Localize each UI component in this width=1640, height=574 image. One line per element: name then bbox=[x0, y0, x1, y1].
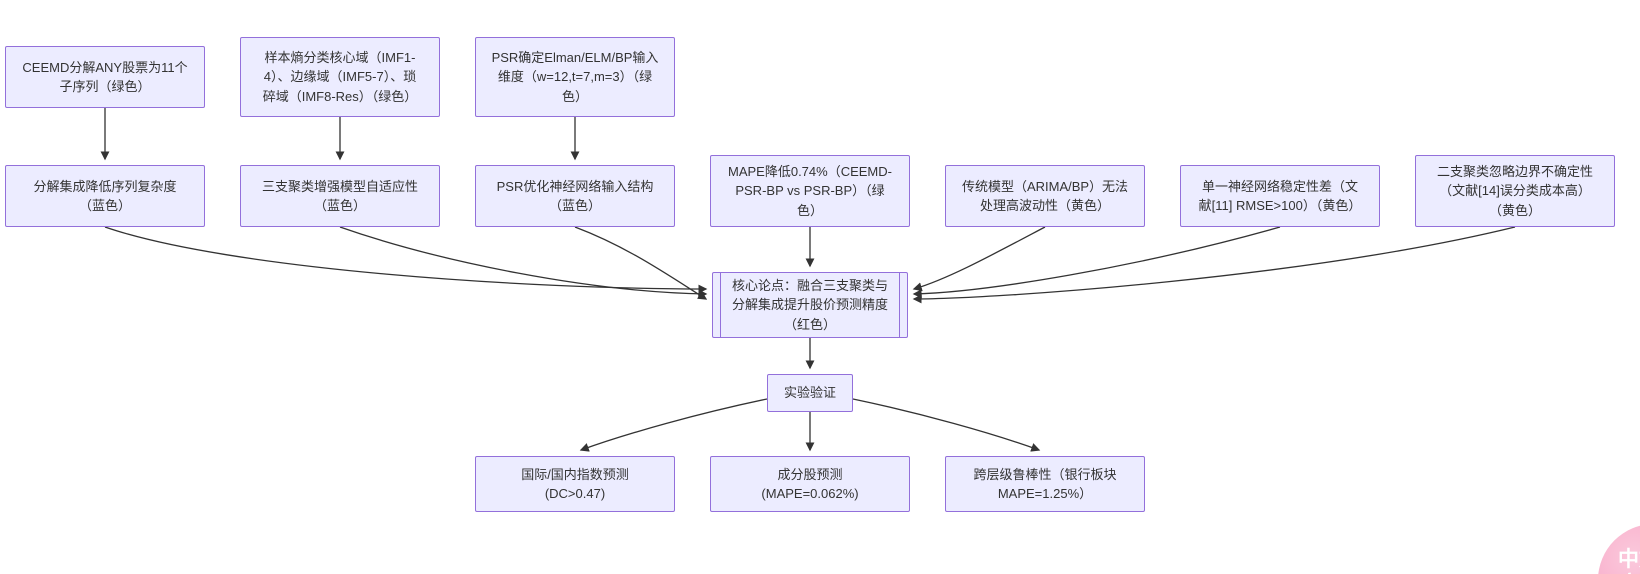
translate-icon-line2: さA bbox=[1618, 572, 1640, 574]
edge-traditional-core bbox=[912, 226, 1046, 292]
edge-threeway-core bbox=[339, 226, 708, 299]
edge-psropt-core bbox=[574, 226, 708, 300]
node-experiment-validation: 实验验证 bbox=[767, 374, 853, 412]
node-decomposition-complexity: 分解集成降低序列复杂度 （蓝色） bbox=[5, 165, 205, 227]
edge-exp-indexpred bbox=[579, 398, 768, 452]
edge-singlenn-core bbox=[912, 226, 1281, 299]
node-mape-reduction: MAPE降低0.74%（CEEMD- PSR-BP vs PSR-BP）（绿 色… bbox=[710, 155, 910, 227]
node-sample-entropy-domains: 样本熵分类核心域（IMF1- 4）、边缘域（IMF5-7）、琐 碎域（IMF8-… bbox=[240, 37, 440, 117]
edge-decomp-core bbox=[104, 226, 708, 294]
node-crosslevel-robustness-result: 跨层级鲁棒性（银行板块 MAPE=1.25%） bbox=[945, 456, 1145, 512]
node-core-thesis: 核心论点：融合三支聚类与 分解集成提升股价预测精度 （红色） bbox=[712, 272, 908, 338]
edge-exp-robustness bbox=[852, 398, 1041, 452]
node-traditional-model-limit: 传统模型（ARIMA/BP）无法 处理高波动性（黄色） bbox=[945, 165, 1145, 227]
translate-icon-line1: 中文 bbox=[1618, 548, 1640, 571]
translate-icon: 中文さA bbox=[1618, 548, 1640, 574]
node-psr-optimized-structure: PSR优化神经网络输入结构 （蓝色） bbox=[475, 165, 675, 227]
node-index-prediction-result: 国际/国内指数预测 (DC>0.47) bbox=[475, 456, 675, 512]
node-psr-input-dimension: PSR确定Elman/ELM/BP输入 维度（w=12,t=7,m=3）（绿 色… bbox=[475, 37, 675, 117]
node-ceemd-decomposition: CEEMD分解ANY股票为11个 子序列（绿色） bbox=[5, 46, 205, 108]
node-single-nn-instability: 单一神经网络稳定性差（文 献[11] RMSE>100）（黄色） bbox=[1180, 165, 1380, 227]
edge-twoway-core bbox=[912, 226, 1516, 304]
node-threeway-adaptivity: 三支聚类增强模型自适应性 （蓝色） bbox=[240, 165, 440, 227]
node-constituent-prediction-result: 成分股预测 (MAPE=0.062%) bbox=[710, 456, 910, 512]
node-twoway-clustering-limit: 二支聚类忽略边界不确定性 （文献[14]误分类成本高） （黄色） bbox=[1415, 155, 1615, 227]
